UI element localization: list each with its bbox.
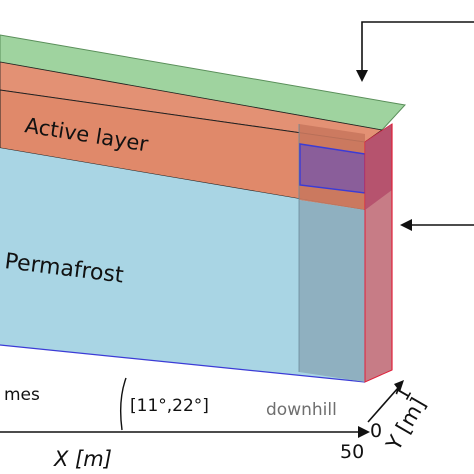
arrow-to-side — [400, 219, 474, 231]
label-slope-angles: [11°,22°] — [130, 396, 209, 416]
downhill-column-permafrost — [299, 200, 365, 382]
slope-angle-arc — [119, 377, 127, 431]
permafrost-bottom-boundary — [0, 344, 366, 383]
x-axis — [0, 426, 370, 438]
y-axis — [367, 380, 404, 423]
right-side-active — [365, 124, 392, 210]
y-axis-zero: 0 — [370, 420, 382, 442]
arrow-to-surface — [356, 21, 474, 82]
label-partial-left: mes — [4, 385, 40, 405]
x-axis-max: 50 — [340, 441, 364, 463]
permafrost-region — [0, 148, 365, 382]
x-axis-label: X [m] — [53, 447, 112, 471]
label-downhill: downhill — [266, 400, 337, 420]
